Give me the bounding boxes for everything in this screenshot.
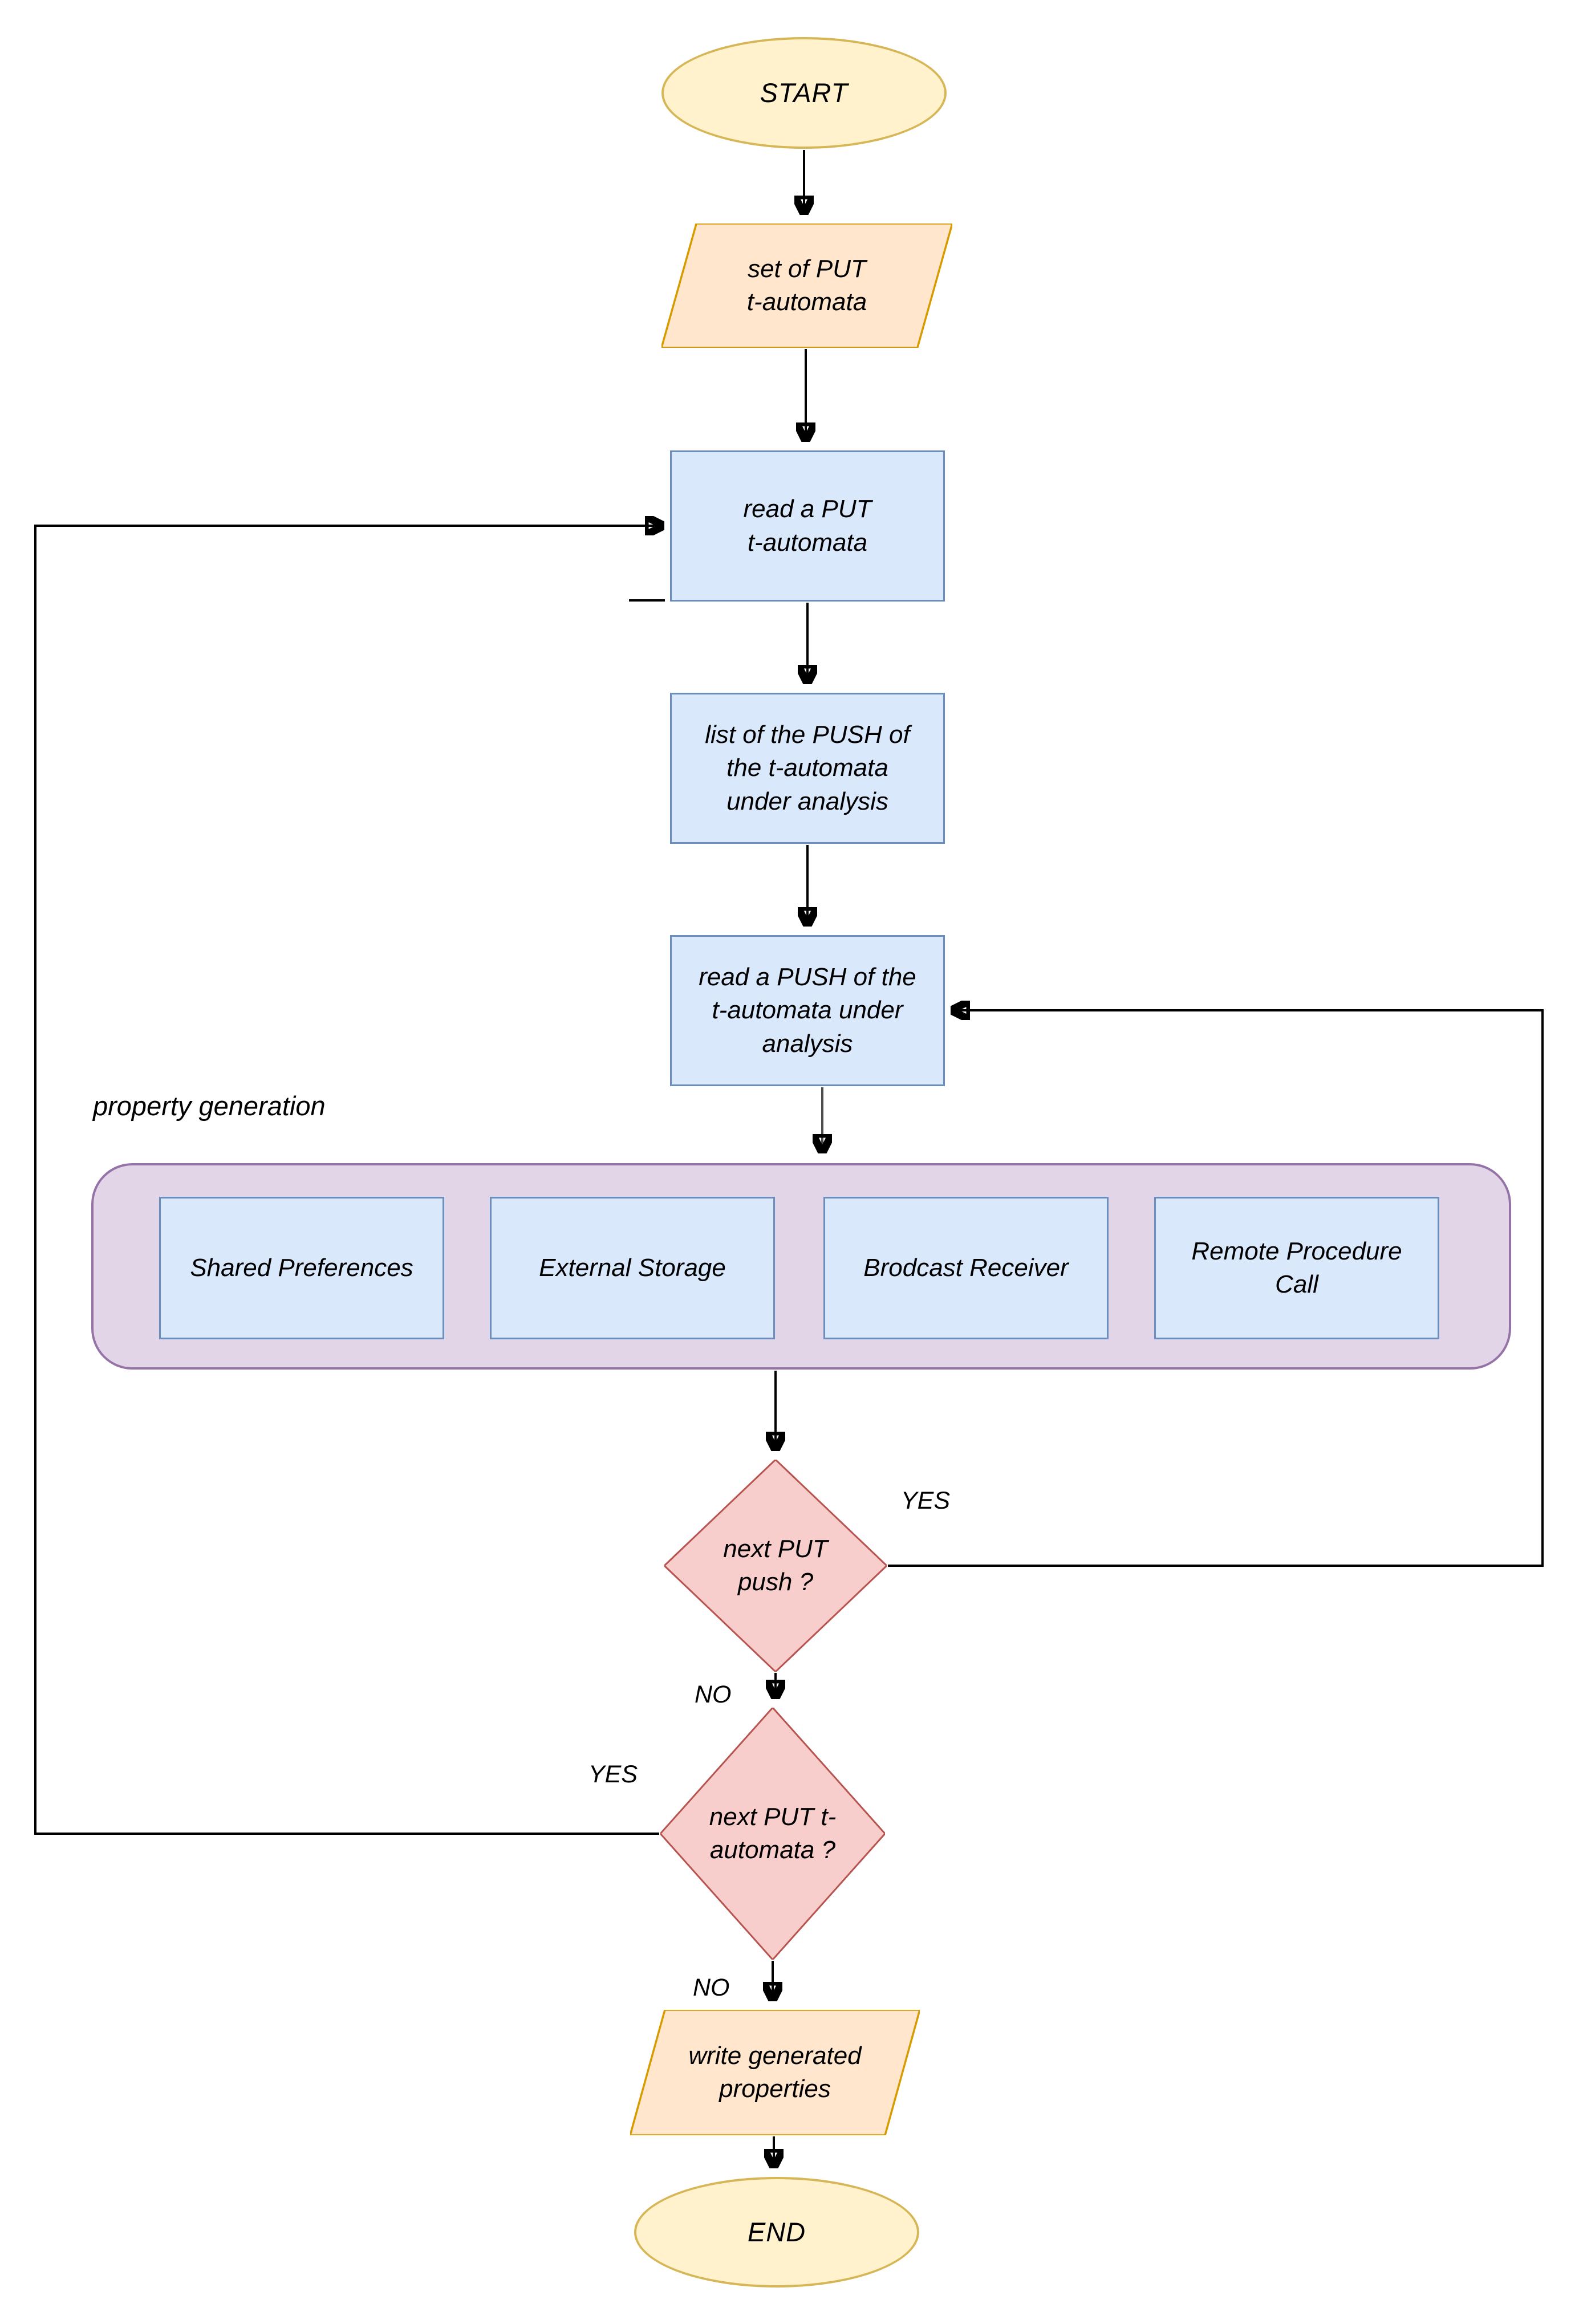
set-of-put-label: set of PUT t-automata [746,254,867,316]
shared-preferences-node: Shared Preferences [159,1197,444,1339]
read-put-node: read a PUT t-automata [670,450,945,602]
start-node: START [661,37,947,149]
list-push-node: list of the PUSH of the t-automata under… [670,693,945,844]
next-put-tautomata-label: next PUT t- automata ? [709,1802,837,1864]
write-properties-label: write generated properties [688,2041,862,2103]
diamond-shape [664,1460,887,1672]
shared-preferences-label: Shared Preferences [190,1253,413,1282]
property-generation-group: Shared Preferences External Storage Brod… [91,1163,1511,1370]
remote-procedure-call-label: Remote Procedure Call [1191,1237,1402,1298]
external-storage-node: External Storage [490,1197,775,1339]
read-push-node: read a PUSH of the t-automata under anal… [670,935,945,1086]
push-no-label: NO [695,1681,732,1708]
end-label: END [747,2216,806,2247]
next-put-push-label: next PUT push ? [723,1534,828,1596]
read-put-label: read a PUT t-automata [743,495,872,556]
parallelogram-shape [661,224,952,348]
tautomata-no-label: NO [693,1974,730,2001]
set-of-put-node: set of PUT t-automata [661,224,952,348]
brodcast-receiver-node: Brodcast Receiver [823,1197,1109,1339]
diamond-shape [660,1708,885,1960]
end-node: END [634,2177,919,2288]
start-label: START [760,77,849,108]
external-storage-label: External Storage [539,1253,726,1282]
push-yes-label: YES [901,1487,951,1514]
tautomata-yes-label: YES [588,1761,638,1788]
write-properties-node: write generated properties [630,2010,920,2135]
parallelogram-shape [630,2010,920,2135]
list-push-label: list of the PUSH of the t-automata under… [705,721,910,815]
next-put-tautomata-decision: next PUT t- automata ? [660,1708,885,1960]
brodcast-receiver-label: Brodcast Receiver [863,1253,1069,1282]
read-push-label: read a PUSH of the t-automata under anal… [699,963,916,1058]
remote-procedure-call-node: Remote Procedure Call [1154,1197,1439,1339]
next-put-push-decision: next PUT push ? [664,1460,887,1672]
group-label: property generation [93,1091,326,1121]
